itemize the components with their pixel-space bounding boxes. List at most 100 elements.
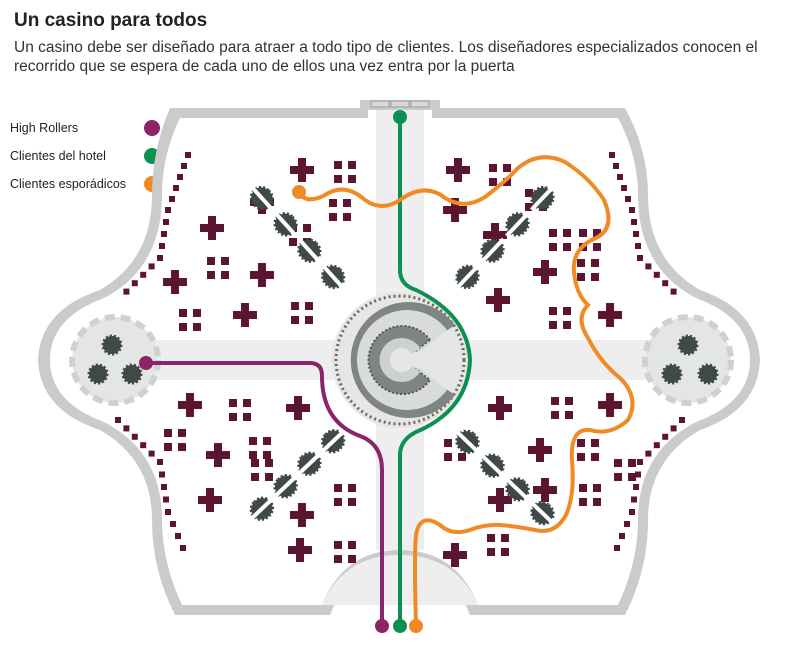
slot-machine-cluster xyxy=(528,438,552,462)
slot-machine xyxy=(296,538,304,546)
slot-machine xyxy=(489,164,497,172)
slot-machine xyxy=(208,232,216,240)
slot-machine xyxy=(541,494,549,502)
slot-machine xyxy=(504,496,512,504)
wall-slot-machine xyxy=(645,263,652,270)
slot-machine-cluster xyxy=(198,488,222,512)
slot-machine xyxy=(229,413,237,421)
slot-machine xyxy=(541,260,549,268)
slot-machine xyxy=(171,286,179,294)
slot-machine xyxy=(294,404,302,412)
slot-machine xyxy=(459,551,467,559)
slot-machine xyxy=(614,401,622,409)
slot-machine xyxy=(221,257,229,265)
slot-machine xyxy=(251,473,259,481)
wall-slot-machine xyxy=(148,450,155,457)
route-hotel-guests xyxy=(398,117,473,625)
wall-slot-machine xyxy=(177,174,183,180)
wall-slot-machine xyxy=(624,521,630,527)
route-occasional-guests-start xyxy=(292,185,306,199)
slot-machine xyxy=(486,296,494,304)
slot-machine xyxy=(305,316,313,324)
slot-machine xyxy=(186,393,194,401)
slot-machine xyxy=(296,554,304,562)
slot-machine xyxy=(334,484,342,492)
slot-machine-cluster xyxy=(200,216,224,240)
route-hotel-guests-end xyxy=(393,619,407,633)
slot-machine-cluster xyxy=(290,158,314,182)
wall-slot-machine xyxy=(635,471,641,478)
route-occasional-guests xyxy=(297,155,635,626)
slot-machine-cluster xyxy=(487,534,509,556)
slot-machine-cluster xyxy=(207,257,229,279)
wall-slot-machine xyxy=(613,163,619,169)
slot-machine xyxy=(544,446,552,454)
slot-machine xyxy=(179,309,187,317)
slot-machine xyxy=(206,451,214,459)
wall-slot-machine xyxy=(157,255,163,261)
slot-machine xyxy=(499,231,507,239)
slot-machine xyxy=(536,446,544,454)
slot-machine xyxy=(329,199,337,207)
slot-machine xyxy=(164,443,172,451)
slot-machine xyxy=(186,401,194,409)
slot-machine-cluster xyxy=(533,260,557,284)
legend-label-high-rollers: High Rollers xyxy=(10,121,79,135)
slot-machine xyxy=(258,271,266,279)
wall-slot-machine xyxy=(614,545,620,551)
slot-machine xyxy=(459,206,467,214)
slot-machine xyxy=(614,473,622,481)
slot-machine xyxy=(454,166,462,174)
wall-slot-machine xyxy=(180,545,186,551)
slot-machine xyxy=(348,484,356,492)
slot-machine xyxy=(179,323,187,331)
wall-slot-machine xyxy=(629,509,635,515)
slot-machine xyxy=(488,496,496,504)
wall-slot-machine xyxy=(169,196,175,202)
slot-machine xyxy=(263,437,271,445)
slot-machine xyxy=(496,396,504,404)
slot-machine xyxy=(200,224,208,232)
slot-machine xyxy=(179,278,187,286)
wall-slot-machine xyxy=(185,152,191,158)
wall-slot-machine xyxy=(633,484,639,490)
slot-machine xyxy=(206,488,214,496)
slot-machine-cluster xyxy=(488,488,512,512)
wall-slot-machine xyxy=(170,521,176,527)
wall-slot-machine xyxy=(662,433,669,440)
slot-machine xyxy=(502,296,510,304)
slot-machine xyxy=(525,189,533,197)
slot-machine xyxy=(454,174,462,182)
slot-machine xyxy=(487,534,495,542)
slot-machine xyxy=(207,257,215,265)
slot-machine xyxy=(194,401,202,409)
route-high-rollers-start xyxy=(139,356,153,370)
slot-machine xyxy=(614,311,622,319)
slot-machine xyxy=(251,459,259,467)
slot-machine xyxy=(541,478,549,486)
wall-slot-machine xyxy=(140,271,147,278)
wall-slot-machine xyxy=(679,417,685,423)
slot-machine-clusters xyxy=(163,158,636,567)
slot-machine xyxy=(444,453,452,461)
slot-machine xyxy=(533,486,541,494)
page-subtitle: Un casino debe ser diseñado para atraer … xyxy=(14,39,758,75)
slot-machine-cluster xyxy=(291,302,313,324)
slot-machine xyxy=(628,459,636,467)
slot-machine xyxy=(258,263,266,271)
wall-slot-machine xyxy=(161,231,167,237)
slot-machine xyxy=(549,486,557,494)
wall-slot-machine xyxy=(163,496,169,503)
slot-machine xyxy=(577,259,585,267)
slot-machine xyxy=(541,276,549,284)
slot-machine xyxy=(334,175,342,183)
slot-machine-cluster xyxy=(579,484,601,506)
slot-machine xyxy=(496,412,504,420)
slot-machine xyxy=(298,174,306,182)
slot-machine xyxy=(198,496,206,504)
slot-machine xyxy=(488,404,496,412)
game-table xyxy=(479,453,506,479)
slot-machine xyxy=(334,541,342,549)
slot-machine xyxy=(286,404,294,412)
slot-machine-cluster xyxy=(251,459,273,481)
